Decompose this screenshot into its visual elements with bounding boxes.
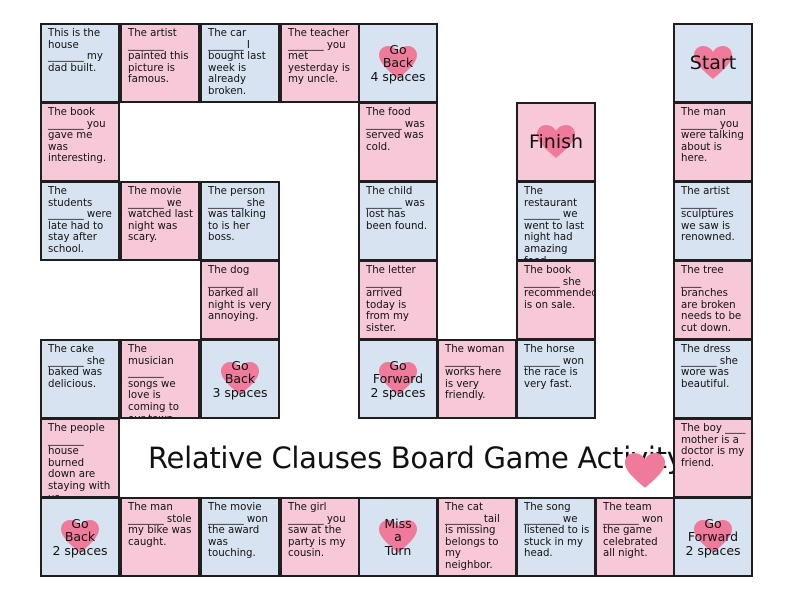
square-text: The boy ____ mother is a doctor is my fr… [681,423,746,469]
board-square-r4c6[interactable]: The horse _______ won the race is very f… [516,339,596,419]
board-square-r6c6[interactable]: The song _______ we listened to is stuck… [516,497,596,577]
board-square-r2c6[interactable]: The restaurant _______ we went to last n… [516,181,596,261]
square-text: The artist _______ painted this picture … [128,28,189,86]
board-square-r1c6[interactable]: Finish [516,102,596,182]
square-text: Go Back 3 spaces [212,357,268,400]
square-text: The restaurant _______ we went to last n… [524,186,585,259]
board-square-r4c4[interactable]: Go Forward 2 spaces [358,339,438,419]
square-text: The teacher _______ you met yesterday is… [288,28,350,86]
board-square-r0c3[interactable]: The teacher _______ you met yesterday is… [280,23,360,103]
square-text: The dog _______ barked all night is very… [208,265,272,323]
board-square-r6c5[interactable]: The cat _______ tail is missing belongs … [437,497,517,577]
board-square-r1c8[interactable]: The man _______ you were talking about i… [673,102,753,182]
square-text: Miss a Turn [384,515,412,558]
square-text: The cake _______ she baked was delicious… [48,344,105,390]
board-square-r6c1[interactable]: The man _______ stole my bike was caught… [120,497,200,577]
board-square-r2c0[interactable]: The students _______ were late had to st… [40,181,120,261]
board-square-r0c8[interactable]: Start [673,23,753,103]
board-square-r1c4[interactable]: The food _______ was served was cold. [358,102,438,182]
board-square-r2c1[interactable]: The movie _______ we watched last night … [120,181,200,261]
square-text: The artist _______ sculptures we saw is … [681,186,735,244]
square-text: The car _______ I bought last week is al… [208,28,266,97]
square-text: The cat _______ tail is missing belongs … [445,502,500,571]
square-text: The dress _______ she wore was beautiful… [681,344,738,390]
square-text: Start [689,52,737,74]
board-square-r2c4[interactable]: The child _______ was lost has been foun… [358,181,438,261]
board-square-r6c8[interactable]: Go Forward 2 spaces [673,497,753,577]
board-title: Relative Clauses Board Game Activity [148,441,684,475]
square-text: This is the house _______ my dad built. [48,28,103,74]
board-square-r2c2[interactable]: The person _______ she was talking to is… [200,181,280,261]
board-square-r4c8[interactable]: The dress _______ she wore was beautiful… [673,339,753,419]
board-square-r4c1[interactable]: The musician _______ songs we love is co… [120,339,200,419]
square-text: The musician _______ songs we love is co… [128,344,179,417]
board-square-r0c4[interactable]: Go Back 4 spaces [358,23,438,103]
square-text: The people _______ house burned down are… [48,423,111,496]
square-text: Go Forward 2 spaces [685,515,741,558]
board-square-r3c4[interactable]: The letter _______ arrived today is from… [358,260,438,340]
board-square-r4c5[interactable]: The woman _______ works here is very fri… [437,339,517,419]
board-square-r6c2[interactable]: The movie _______ won the award was touc… [200,497,280,577]
square-text: The book _______ you gave me was interes… [48,107,107,165]
board-square-r6c7[interactable]: The team _______ won the game celebrated… [595,497,675,577]
board-square-r0c2[interactable]: The car _______ I bought last week is al… [200,23,280,103]
square-text: The letter _______ arrived today is from… [366,265,416,334]
board-square-r0c1[interactable]: The artist _______ painted this picture … [120,23,200,103]
square-text: The movie _______ we watched last night … [128,186,193,244]
board-square-r4c2[interactable]: Go Back 3 spaces [200,339,280,419]
square-text: The girl _______ you saw at the party is… [288,502,346,560]
board-square-r3c2[interactable]: The dog _______ barked all night is very… [200,260,280,340]
board-square-r0c0[interactable]: This is the house _______ my dad built. [40,23,120,103]
board-square-r5c8[interactable]: The boy ____ mother is a doctor is my fr… [673,418,753,498]
square-text: The child _______ was lost has been foun… [366,186,428,232]
square-text: The team _______ won the game celebrated… [603,502,663,560]
square-text: The person _______ she was talking to is… [208,186,266,244]
square-text: The horse _______ won the race is very f… [524,344,584,390]
square-text: Go Back 4 spaces [370,41,426,84]
square-text: The tree ____ branches are broken needs … [681,265,742,334]
board-square-r1c0[interactable]: The book _______ you gave me was interes… [40,102,120,182]
board-square-r3c6[interactable]: The book _______ she recommended is on s… [516,260,596,340]
square-text: The book _______ she recommended is on s… [524,265,596,311]
square-text: Finish [528,131,584,153]
board-square-r2c8[interactable]: The artist _______ sculptures we saw is … [673,181,753,261]
board-square-r4c0[interactable]: The cake _______ she baked was delicious… [40,339,120,419]
heart-icon [624,453,666,488]
square-text: The woman _______ works here is very fri… [445,344,505,402]
square-text: The man _______ stole my bike was caught… [128,502,192,548]
square-text: The song _______ we listened to is stuck… [524,502,590,560]
board-square-r3c8[interactable]: The tree ____ branches are broken needs … [673,260,753,340]
board-square-r6c4[interactable]: Miss a Turn [358,497,438,577]
square-text: Go Forward 2 spaces [370,357,426,400]
board-square-r5c0[interactable]: The people _______ house burned down are… [40,418,120,498]
square-text: The movie _______ won the award was touc… [208,502,268,560]
board-square-r6c0[interactable]: Go Back 2 spaces [40,497,120,577]
square-text: The man _______ you were talking about i… [681,107,744,165]
square-text: The food _______ was served was cold. [366,107,425,153]
square-text: Go Back 2 spaces [52,515,108,558]
square-text: The students _______ were late had to st… [48,186,112,255]
board-square-r6c3[interactable]: The girl _______ you saw at the party is… [280,497,360,577]
